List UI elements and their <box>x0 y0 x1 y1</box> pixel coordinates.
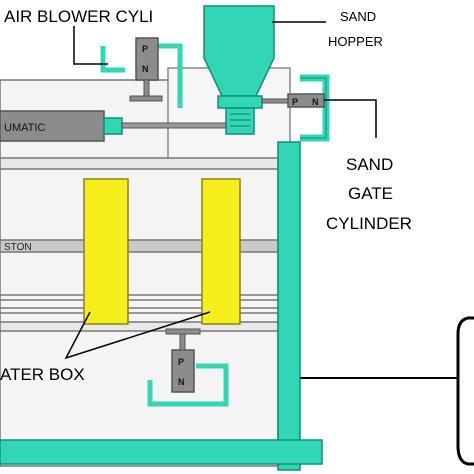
upper-frame-rail <box>0 157 279 170</box>
sand-hopper-label-line1: SAND <box>340 9 376 24</box>
pneumatic-coupling <box>103 117 123 135</box>
sand-gate-pipe-outline <box>300 77 327 139</box>
gate-n-mark: N <box>312 97 319 107</box>
leader-heater-box <box>64 311 211 360</box>
frame-base-bar <box>0 439 323 465</box>
leader-air-blower <box>73 26 108 65</box>
leader-sand-gate <box>324 99 377 138</box>
right-unit-outline <box>456 316 474 466</box>
sand-hopper-label-line2: HOPPER <box>328 34 383 49</box>
sand-gate-label-line2: GATE <box>348 184 393 203</box>
air-blower-foot <box>129 95 163 102</box>
frame-column <box>277 141 301 471</box>
bottom-cylinder-rod <box>179 333 186 351</box>
bottom-cylinder-pipe <box>147 363 229 407</box>
heater-box-right <box>201 178 241 325</box>
air-blower-label: AIR BLOWER CYLI <box>4 7 153 26</box>
heater-box-label: ATER BOX <box>0 365 85 384</box>
hopper-valve-body <box>217 95 263 109</box>
hopper-spout <box>225 107 255 135</box>
gate-p-mark: P <box>292 97 298 107</box>
air-blower-rod <box>143 79 150 97</box>
top-p-mark: P <box>142 44 148 54</box>
air-blower-pipe <box>100 43 183 108</box>
bottom-p-mark: P <box>178 357 184 367</box>
pneumatic-cylinder <box>0 110 105 142</box>
pneumatic-label: UMATIC <box>4 122 45 134</box>
bottom-cylinder-head <box>165 328 201 335</box>
bottom-n-mark: N <box>178 377 185 387</box>
sand-gate-label-line3: CYLINDER <box>326 214 412 233</box>
sand-gate-rod <box>261 98 289 104</box>
pneumatic-rod <box>121 122 227 129</box>
sand-gate-pipe <box>300 74 330 142</box>
piston-label: STON <box>4 242 32 253</box>
top-n-mark: N <box>142 64 149 74</box>
sand-gate-label-line1: SAND <box>346 155 393 174</box>
heater-box-left <box>83 178 129 325</box>
